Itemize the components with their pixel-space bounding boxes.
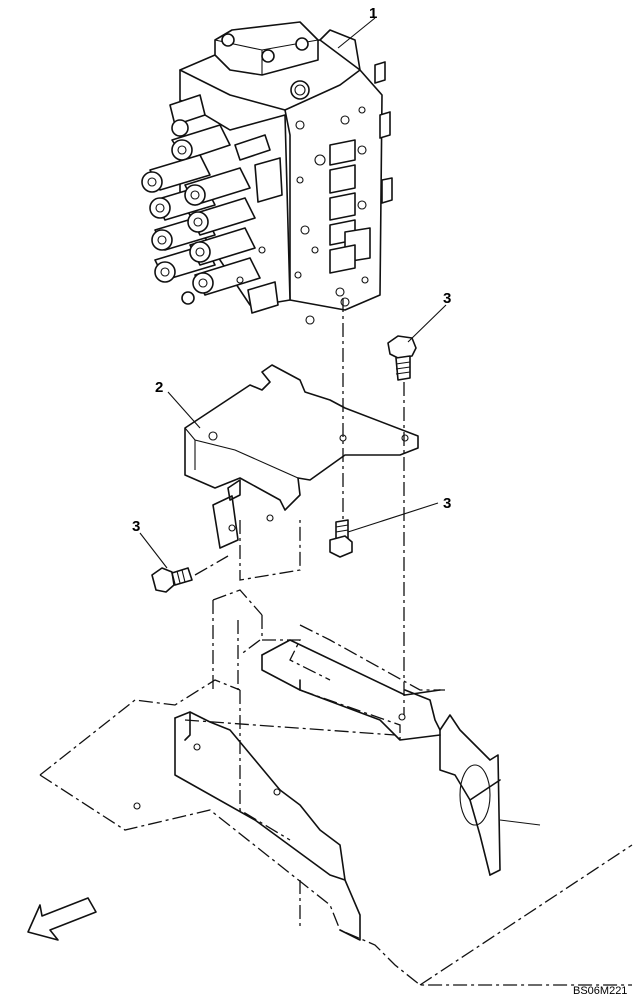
callout-bolt-top-number: 3 — [443, 290, 451, 307]
bolt-left — [151, 567, 193, 593]
base-frame — [39, 589, 633, 986]
front-direction-arrow-icon — [27, 897, 97, 941]
bolt-top — [387, 335, 417, 381]
frame-side-plate — [174, 689, 541, 941]
callout-valve-number: 1 — [369, 5, 377, 22]
callout-bracket-number: 2 — [155, 379, 163, 396]
callout-bolt-middle-number: 3 — [443, 495, 451, 512]
control-valve-assembly — [141, 21, 393, 325]
drawing-code: BS06M221 — [573, 985, 627, 997]
mounting-bracket — [184, 364, 419, 581]
assembly-center-lines — [194, 298, 405, 715]
callout-leaders — [139, 17, 447, 569]
valve-side-blocks — [329, 139, 371, 274]
frame-cross-beam — [261, 639, 441, 741]
valve-spool-caps — [141, 94, 283, 314]
bolt-middle — [329, 519, 353, 558]
callout-bolt-left-number: 3 — [132, 518, 140, 535]
